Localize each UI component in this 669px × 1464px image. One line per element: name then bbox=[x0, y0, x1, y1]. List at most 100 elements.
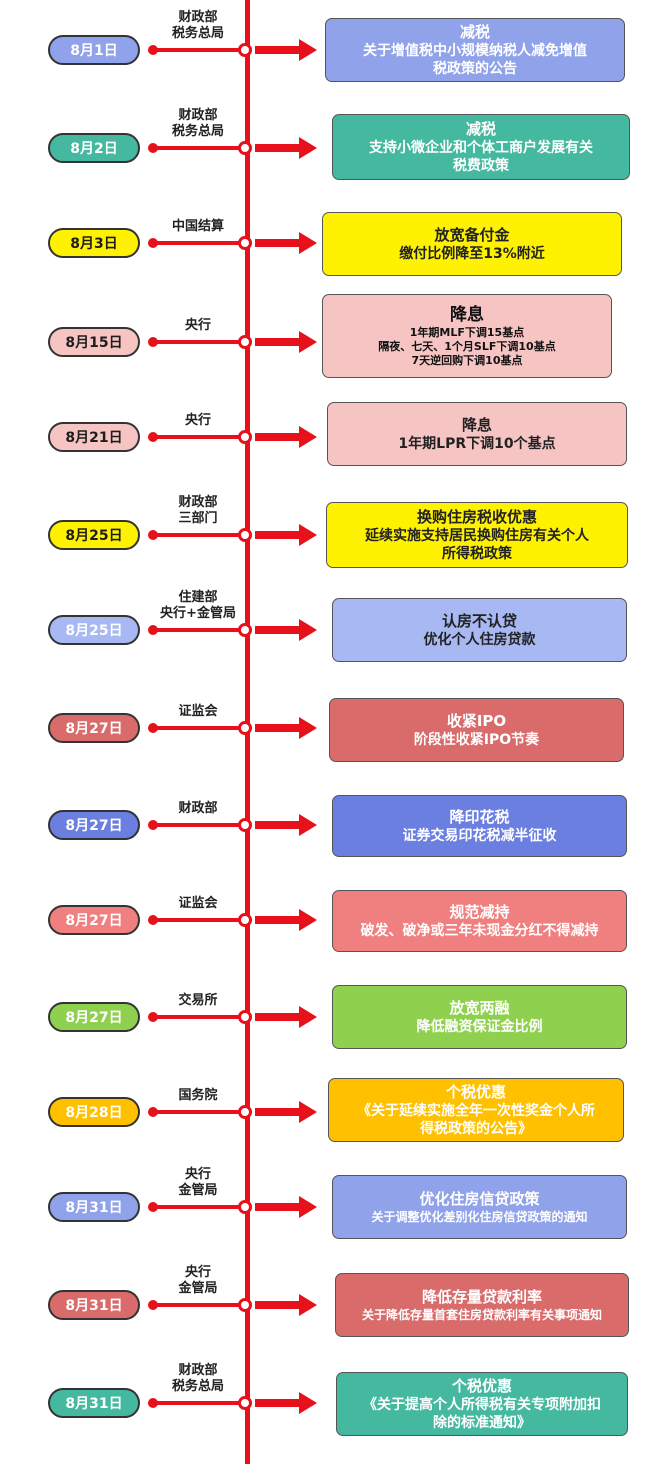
date-pill[interactable]: 8月15日 bbox=[48, 327, 140, 357]
agency-label: 财政部三部门 bbox=[150, 495, 246, 527]
event-detail: 延续实施支持居民换购住房有关个人 bbox=[365, 527, 589, 544]
connector-line bbox=[152, 628, 245, 632]
event-box[interactable]: 优化住房信贷政策关于调整优化差别化住房信贷政策的通知 bbox=[332, 1175, 627, 1239]
date-pill[interactable]: 8月27日 bbox=[48, 905, 140, 935]
agency-line: 住建部 bbox=[178, 590, 218, 605]
date-pill[interactable]: 8月25日 bbox=[48, 615, 140, 645]
event-detail: 7天逆回购下调10基点 bbox=[411, 353, 523, 367]
date-pill[interactable]: 8月31日 bbox=[48, 1388, 140, 1418]
agency-line: 国务院 bbox=[178, 1088, 218, 1103]
agency-line: 央行 bbox=[184, 1167, 211, 1182]
connector-line bbox=[152, 1015, 245, 1019]
connector-dot bbox=[148, 530, 158, 540]
agency-label: 财政部税务总局 bbox=[150, 10, 246, 42]
event-title: 规范减持 bbox=[449, 902, 510, 921]
event-detail: 支持小微企业和个体工商户发展有关 bbox=[369, 139, 593, 156]
right-arrow-icon bbox=[255, 1392, 317, 1414]
agency-line: 央行 bbox=[184, 1265, 211, 1280]
event-detail: 《关于延续实施全年一次性奖金个人所 bbox=[357, 1102, 595, 1119]
connector-dot bbox=[148, 915, 158, 925]
agency-label: 证监会 bbox=[150, 896, 246, 912]
event-box[interactable]: 换购住房税收优惠延续实施支持居民换购住房有关个人所得税政策 bbox=[326, 502, 628, 568]
timeline-node bbox=[238, 1200, 252, 1214]
event-title: 认房不认贷 bbox=[441, 611, 517, 630]
agency-line: 交易所 bbox=[178, 993, 218, 1008]
agency-line: 中国结算 bbox=[171, 219, 224, 234]
event-title: 减税 bbox=[459, 22, 490, 41]
date-pill[interactable]: 8月27日 bbox=[48, 713, 140, 743]
agency-label: 央行金管局 bbox=[150, 1265, 246, 1297]
connector-dot bbox=[148, 432, 158, 442]
event-title: 放宽两融 bbox=[449, 998, 510, 1017]
timeline-node bbox=[238, 1298, 252, 1312]
date-pill[interactable]: 8月31日 bbox=[48, 1290, 140, 1320]
event-detail: 除的标准通知》 bbox=[433, 1414, 531, 1431]
event-box[interactable]: 降低存量贷款利率关于降低存量首套住房贷款利率有关事项通知 bbox=[335, 1273, 629, 1337]
event-box[interactable]: 放宽两融降低融资保证金比例 bbox=[332, 985, 627, 1049]
connector-line bbox=[152, 1205, 245, 1209]
right-arrow-icon bbox=[255, 39, 317, 61]
event-title: 个税优惠 bbox=[451, 1376, 512, 1395]
date-pill[interactable]: 8月28日 bbox=[48, 1097, 140, 1127]
connector-line bbox=[152, 146, 245, 150]
date-pill[interactable]: 8月1日 bbox=[48, 35, 140, 65]
agency-line: 央行 bbox=[184, 413, 211, 428]
event-box[interactable]: 个税优惠《关于提高个人所得税有关专项附加扣除的标准通知》 bbox=[336, 1372, 628, 1436]
event-box[interactable]: 降印花税证券交易印花税减半征收 bbox=[332, 795, 627, 857]
event-detail: 关于调整优化差别化住房信贷政策的通知 bbox=[371, 1209, 588, 1224]
timeline-node bbox=[238, 430, 252, 444]
agency-label: 财政部税务总局 bbox=[150, 108, 246, 140]
connector-dot bbox=[148, 625, 158, 635]
connector-dot bbox=[148, 45, 158, 55]
event-box[interactable]: 规范减持破发、破净或三年未现金分红不得减持 bbox=[332, 890, 627, 952]
agency-line: 财政部 bbox=[178, 495, 218, 510]
event-detail: 阶段性收紧IPO节奏 bbox=[413, 731, 540, 748]
connector-line bbox=[152, 533, 245, 537]
agency-label: 交易所 bbox=[150, 993, 246, 1009]
connector-line bbox=[152, 48, 245, 52]
timeline-node bbox=[238, 818, 252, 832]
event-detail: 所得税政策 bbox=[442, 545, 512, 562]
event-box[interactable]: 个税优惠《关于延续实施全年一次性奖金个人所得税政策的公告》 bbox=[328, 1078, 624, 1142]
timeline-node bbox=[238, 913, 252, 927]
event-box[interactable]: 放宽备付金缴付比例降至13%附近 bbox=[322, 212, 622, 276]
agency-label: 住建部央行+金管局 bbox=[150, 590, 246, 622]
event-box[interactable]: 减税支持小微企业和个体工商户发展有关税费政策 bbox=[332, 114, 630, 180]
event-detail: 隔夜、七天、1个月SLF下调10基点 bbox=[378, 339, 556, 353]
connector-dot bbox=[148, 337, 158, 347]
agency-line: 财政部 bbox=[178, 10, 218, 25]
connector-dot bbox=[148, 143, 158, 153]
date-pill[interactable]: 8月31日 bbox=[48, 1192, 140, 1222]
event-detail: 优化个人住房贷款 bbox=[423, 631, 536, 648]
event-detail: 破发、破净或三年未现金分红不得减持 bbox=[360, 922, 599, 939]
date-pill[interactable]: 8月21日 bbox=[48, 422, 140, 452]
right-arrow-icon bbox=[255, 524, 317, 546]
event-box[interactable]: 认房不认贷优化个人住房贷款 bbox=[332, 598, 627, 662]
event-title: 减税 bbox=[465, 119, 496, 138]
date-pill[interactable]: 8月27日 bbox=[48, 1002, 140, 1032]
connector-line bbox=[152, 1401, 245, 1405]
date-pill[interactable]: 8月3日 bbox=[48, 228, 140, 258]
event-detail: 降低融资保证金比例 bbox=[416, 1018, 543, 1035]
event-title: 个税优惠 bbox=[445, 1082, 506, 1101]
date-pill[interactable]: 8月25日 bbox=[48, 520, 140, 550]
right-arrow-icon bbox=[255, 426, 317, 448]
agency-label: 国务院 bbox=[150, 1088, 246, 1104]
event-detail: 关于降低存量首套住房贷款利率有关事项通知 bbox=[361, 1307, 602, 1322]
event-box[interactable]: 减税关于增值税中小规模纳税人减免增值税政策的公告 bbox=[325, 18, 625, 82]
connector-dot bbox=[148, 820, 158, 830]
event-detail: 《关于提高个人所得税有关专项附加扣 bbox=[363, 1396, 601, 1413]
connector-line bbox=[152, 1110, 245, 1114]
event-detail: 税政策的公告 bbox=[433, 60, 517, 77]
right-arrow-icon bbox=[255, 1006, 317, 1028]
date-pill[interactable]: 8月27日 bbox=[48, 810, 140, 840]
agency-line: 税务总局 bbox=[171, 26, 224, 41]
agency-line: 证监会 bbox=[178, 896, 218, 911]
date-pill[interactable]: 8月2日 bbox=[48, 133, 140, 163]
timeline-node bbox=[238, 528, 252, 542]
agency-line: 央行+金管局 bbox=[160, 606, 236, 621]
